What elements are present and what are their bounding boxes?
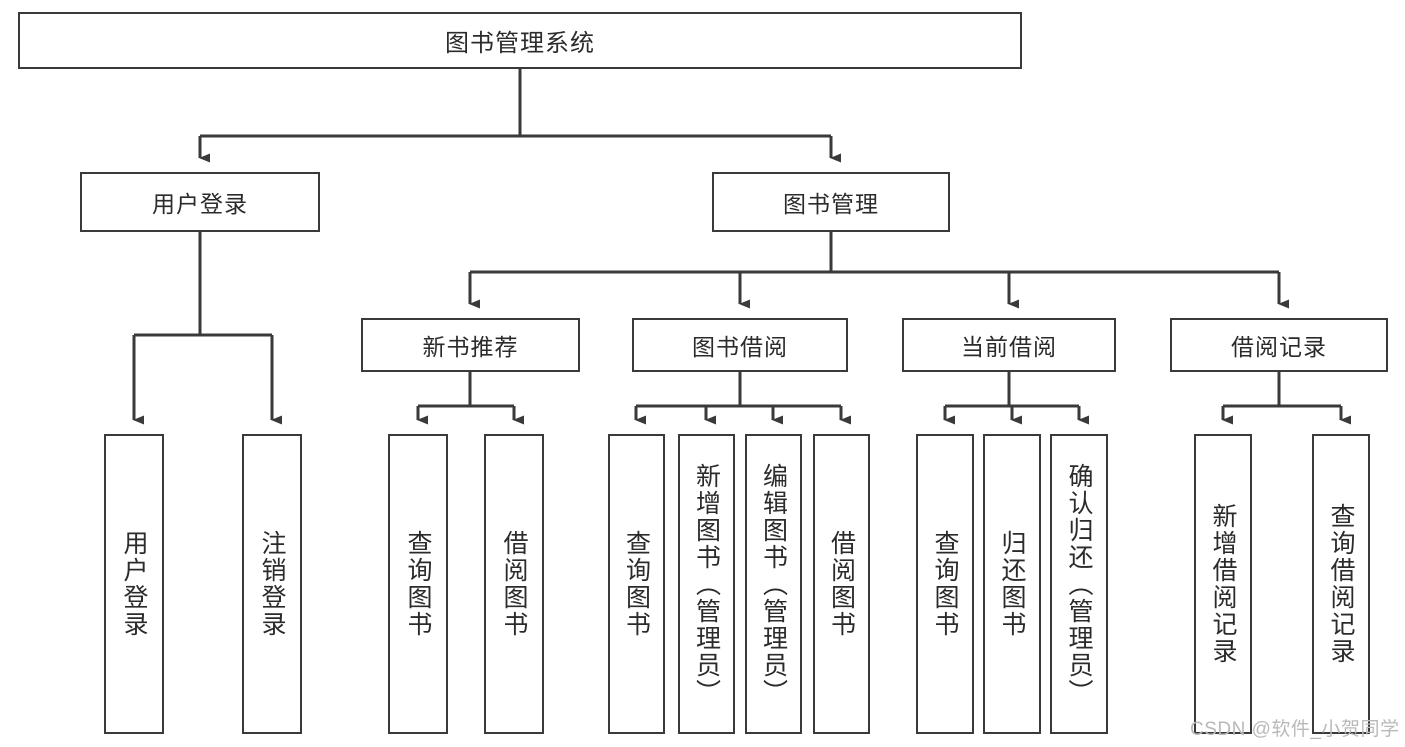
node-label: 查询图书 <box>931 530 959 638</box>
node-label: 新增借阅记录 <box>1209 503 1237 665</box>
leaf-borrow-book-recommend[interactable]: 借阅图书 <box>484 434 544 734</box>
node-label: 图书借阅 <box>692 334 788 360</box>
node-label: 用户登录 <box>120 530 148 638</box>
leaf-query-borrow-record[interactable]: 查询借阅记录 <box>1312 434 1370 734</box>
node-label: 借阅图书 <box>827 530 856 638</box>
node-new-book-recommend[interactable]: 新书推荐 <box>361 318 580 372</box>
edge-book-mgmt-to-level3 <box>468 232 1289 309</box>
leaf-user-login[interactable]: 用户登录 <box>104 434 164 734</box>
node-book-management[interactable]: 图书管理 <box>712 172 950 232</box>
leaf-logout[interactable]: 注销登录 <box>242 434 302 734</box>
leaf-query-book-current[interactable]: 查询图书 <box>916 434 974 734</box>
node-label: 新增图书（管理员） <box>692 462 721 706</box>
leaf-borrow-book[interactable]: 借阅图书 <box>813 434 870 734</box>
node-label: 归还图书 <box>998 530 1026 638</box>
node-label: 注销登录 <box>258 530 286 638</box>
node-borrow-record[interactable]: 借阅记录 <box>1170 318 1388 372</box>
node-label: 查询图书 <box>404 530 432 638</box>
edge-new-book-to-leaves <box>416 372 524 425</box>
node-label: 当前借阅 <box>961 334 1057 360</box>
node-label: 借阅记录 <box>1231 334 1327 360</box>
node-user-login[interactable]: 用户登录 <box>80 172 320 232</box>
node-label: 借阅图书 <box>500 530 528 638</box>
node-label: 查询借阅记录 <box>1327 503 1355 665</box>
node-label: 图书管理系统 <box>445 30 595 57</box>
node-book-borrow[interactable]: 图书借阅 <box>632 318 848 372</box>
edge-current-borrow-to-leaves <box>943 372 1089 425</box>
node-label: 编辑图书（管理员） <box>759 462 788 706</box>
node-label: 用户登录 <box>152 191 248 217</box>
leaf-query-book-recommend[interactable]: 查询图书 <box>388 434 448 734</box>
node-root-system[interactable]: 图书管理系统 <box>18 12 1022 69</box>
edge-borrow-record-to-leaves <box>1221 372 1351 425</box>
leaf-edit-book-admin[interactable]: 编辑图书（管理员） <box>745 434 802 734</box>
leaf-add-book-admin[interactable]: 新增图书（管理员） <box>678 434 735 734</box>
edge-root-to-level2 <box>198 69 841 163</box>
node-label: 新书推荐 <box>422 334 519 360</box>
node-label: 查询图书 <box>622 530 651 638</box>
node-label: 确认归还（管理员） <box>1065 462 1093 706</box>
edge-book-borrow-to-leaves <box>634 372 851 425</box>
edge-user-login-to-leaves <box>132 232 282 425</box>
leaf-add-borrow-record[interactable]: 新增借阅记录 <box>1194 434 1252 734</box>
leaf-confirm-return-admin[interactable]: 确认归还（管理员） <box>1050 434 1108 734</box>
node-current-borrow[interactable]: 当前借阅 <box>902 318 1116 372</box>
leaf-return-book[interactable]: 归还图书 <box>983 434 1041 734</box>
leaf-query-book-borrow[interactable]: 查询图书 <box>608 434 665 734</box>
node-label: 图书管理 <box>783 191 879 217</box>
